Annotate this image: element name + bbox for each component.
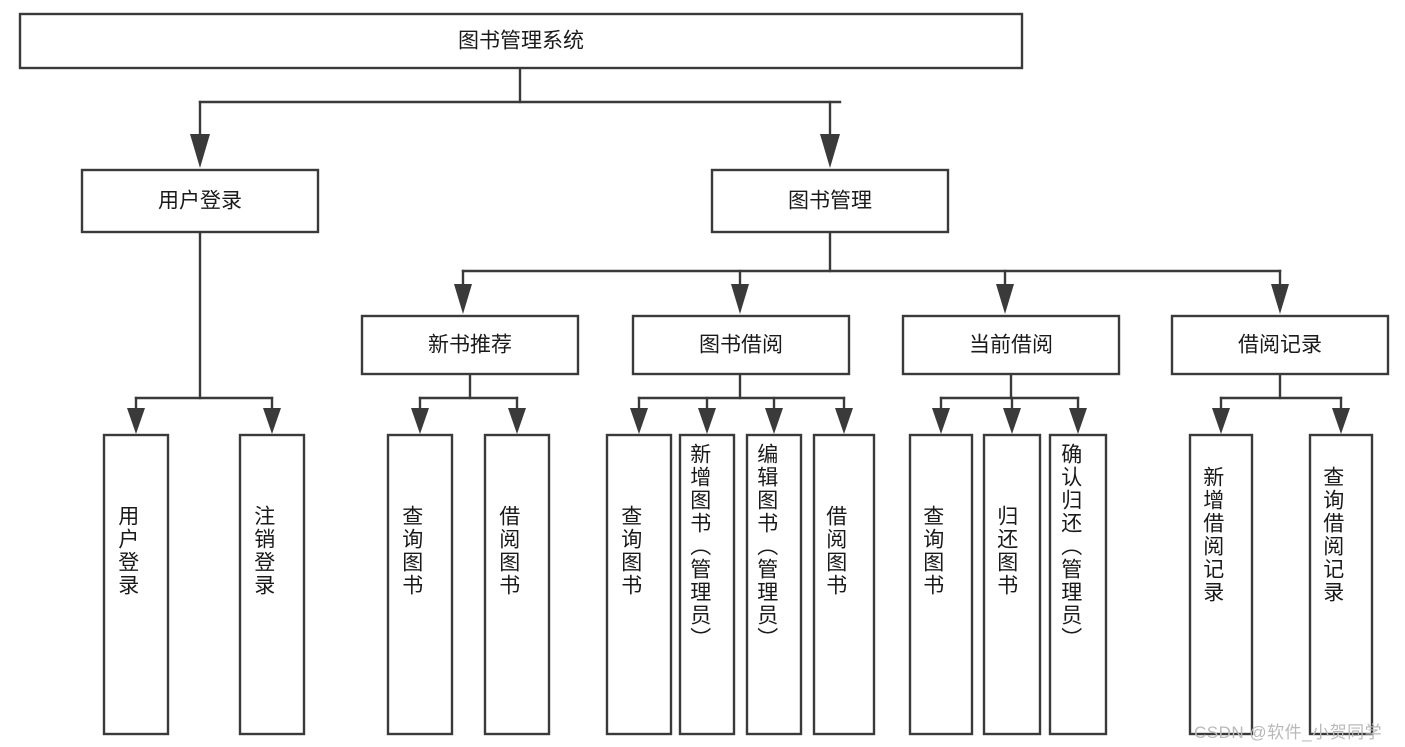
arrow-to-book-mgmt	[820, 134, 840, 168]
watermark-text: CSDN @软件_小贺同学	[1194, 723, 1383, 742]
arrow-to-leaf-query-book-3	[932, 408, 950, 434]
leaf-box-query-borrow-record[interactable]	[1308, 433, 1374, 736]
connectors-level2-to-level3	[454, 230, 1289, 314]
leaf-box-query-book-2[interactable]	[605, 433, 673, 736]
arrow-to-leaf-logout	[263, 408, 281, 434]
node-book-borrow[interactable]: 图书借阅	[631, 314, 851, 376]
node-root[interactable]: 图书管理系统	[18, 12, 1024, 70]
arrow-to-leaf-confirm-return	[1069, 408, 1087, 434]
connectors-current-borrow-leaves	[932, 372, 1087, 434]
leaf-box-borrow-book-1[interactable]	[483, 433, 551, 736]
arrow-to-leaf-borrow-book-2	[835, 408, 853, 434]
arrow-to-leaf-user-login	[127, 408, 145, 434]
root-label: 图书管理系统	[458, 30, 584, 53]
node-user-login[interactable]: 用户登录	[80, 168, 320, 234]
book-borrow-box[interactable]	[631, 314, 851, 376]
leaf-box-confirm-return[interactable]	[1048, 433, 1108, 736]
current-borrow-box[interactable]	[901, 314, 1121, 376]
leaf-box-user-login[interactable]	[102, 433, 170, 736]
node-current-borrow[interactable]: 当前借阅	[901, 314, 1121, 376]
connectors-user-login-leaves	[127, 230, 281, 434]
leaf-box-query-book-3[interactable]	[908, 433, 974, 736]
connectors-book-borrow-leaves	[630, 372, 853, 434]
borrow-record-box[interactable]	[1170, 314, 1390, 376]
arrow-to-leaf-borrow-book-1	[508, 408, 526, 434]
current-borrow-label: 当前借阅	[969, 334, 1053, 357]
book-management-box[interactable]	[710, 168, 950, 234]
arrow-to-leaf-add-record	[1212, 408, 1230, 434]
leaf-box-borrow-book-2[interactable]	[812, 433, 876, 736]
leaf-box-add-book[interactable]	[678, 433, 736, 736]
leaf-box-logout[interactable]	[238, 433, 306, 736]
new-book-recommendation-label: 新书推荐	[428, 334, 512, 357]
book-management-label: 图书管理	[788, 190, 872, 213]
leaf-box-query-book-1[interactable]	[386, 433, 454, 736]
arrow-to-borrow-record	[1271, 284, 1289, 314]
new-book-recommendation-box[interactable]	[360, 314, 580, 376]
node-borrow-record[interactable]: 借阅记录	[1170, 314, 1390, 376]
arrow-to-book-borrow	[731, 284, 749, 314]
connectors-root-to-level2	[190, 66, 842, 168]
arrow-to-user-login	[190, 134, 210, 168]
connectors-borrow-record-leaves	[1212, 372, 1350, 434]
book-borrow-label: 图书借阅	[699, 334, 783, 357]
root-box[interactable]	[18, 12, 1024, 70]
user-login-box[interactable]	[80, 168, 320, 234]
arrow-to-new-book-rec	[454, 284, 472, 314]
leaf-box-return-book[interactable]	[982, 433, 1042, 736]
arrow-to-leaf-query-book-2	[630, 408, 648, 434]
arrow-to-leaf-query-book-1	[411, 408, 429, 434]
arrow-to-leaf-add-book	[698, 408, 716, 434]
user-login-label: 用户登录	[158, 190, 242, 213]
leaf-box-edit-book[interactable]	[745, 433, 803, 736]
arrow-to-leaf-edit-book	[765, 408, 783, 434]
borrow-record-label: 借阅记录	[1238, 334, 1322, 357]
arrow-to-leaf-return-book	[1003, 408, 1021, 434]
connectors-new-book-rec-leaves	[411, 372, 526, 434]
node-book-management[interactable]: 图书管理	[710, 168, 950, 234]
leaf-box-add-borrow-record[interactable]	[1188, 433, 1254, 736]
node-new-book-recommendation[interactable]: 新书推荐	[360, 314, 580, 376]
arrow-to-current-borrow	[996, 284, 1014, 314]
arrow-to-leaf-query-record	[1332, 408, 1350, 434]
